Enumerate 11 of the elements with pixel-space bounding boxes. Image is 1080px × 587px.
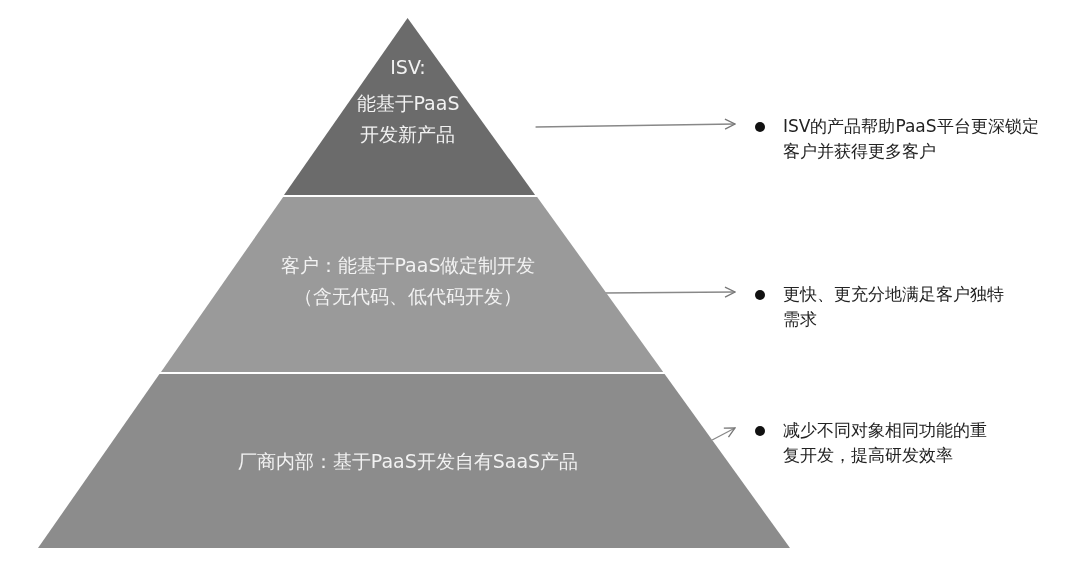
benefit-text: ISV的产品帮助PaaS平台更深锁定客户并获得更多客户 [783, 115, 1040, 163]
tier-label: 客户：能基于PaaS做定制开发（含无代码、低代码开发） [279, 253, 537, 310]
tier-heading: ISV: [389, 55, 427, 80]
tier-label: 厂商内部：基于PaaS开发自有SaaS产品 [236, 449, 580, 474]
tier-label: 能基于PaaS开发新产品 [355, 91, 461, 148]
arrow [711, 427, 736, 441]
benefit-text: 更快、更充分地满足客户独特需求 [783, 283, 1005, 331]
arrow [534, 118, 736, 130]
pyramid-top-tier [284, 18, 536, 195]
benefit-text: 减少不同对象相同功能的重复开发，提高研发效率 [783, 419, 988, 467]
pyramid-middle-tier [160, 197, 664, 372]
